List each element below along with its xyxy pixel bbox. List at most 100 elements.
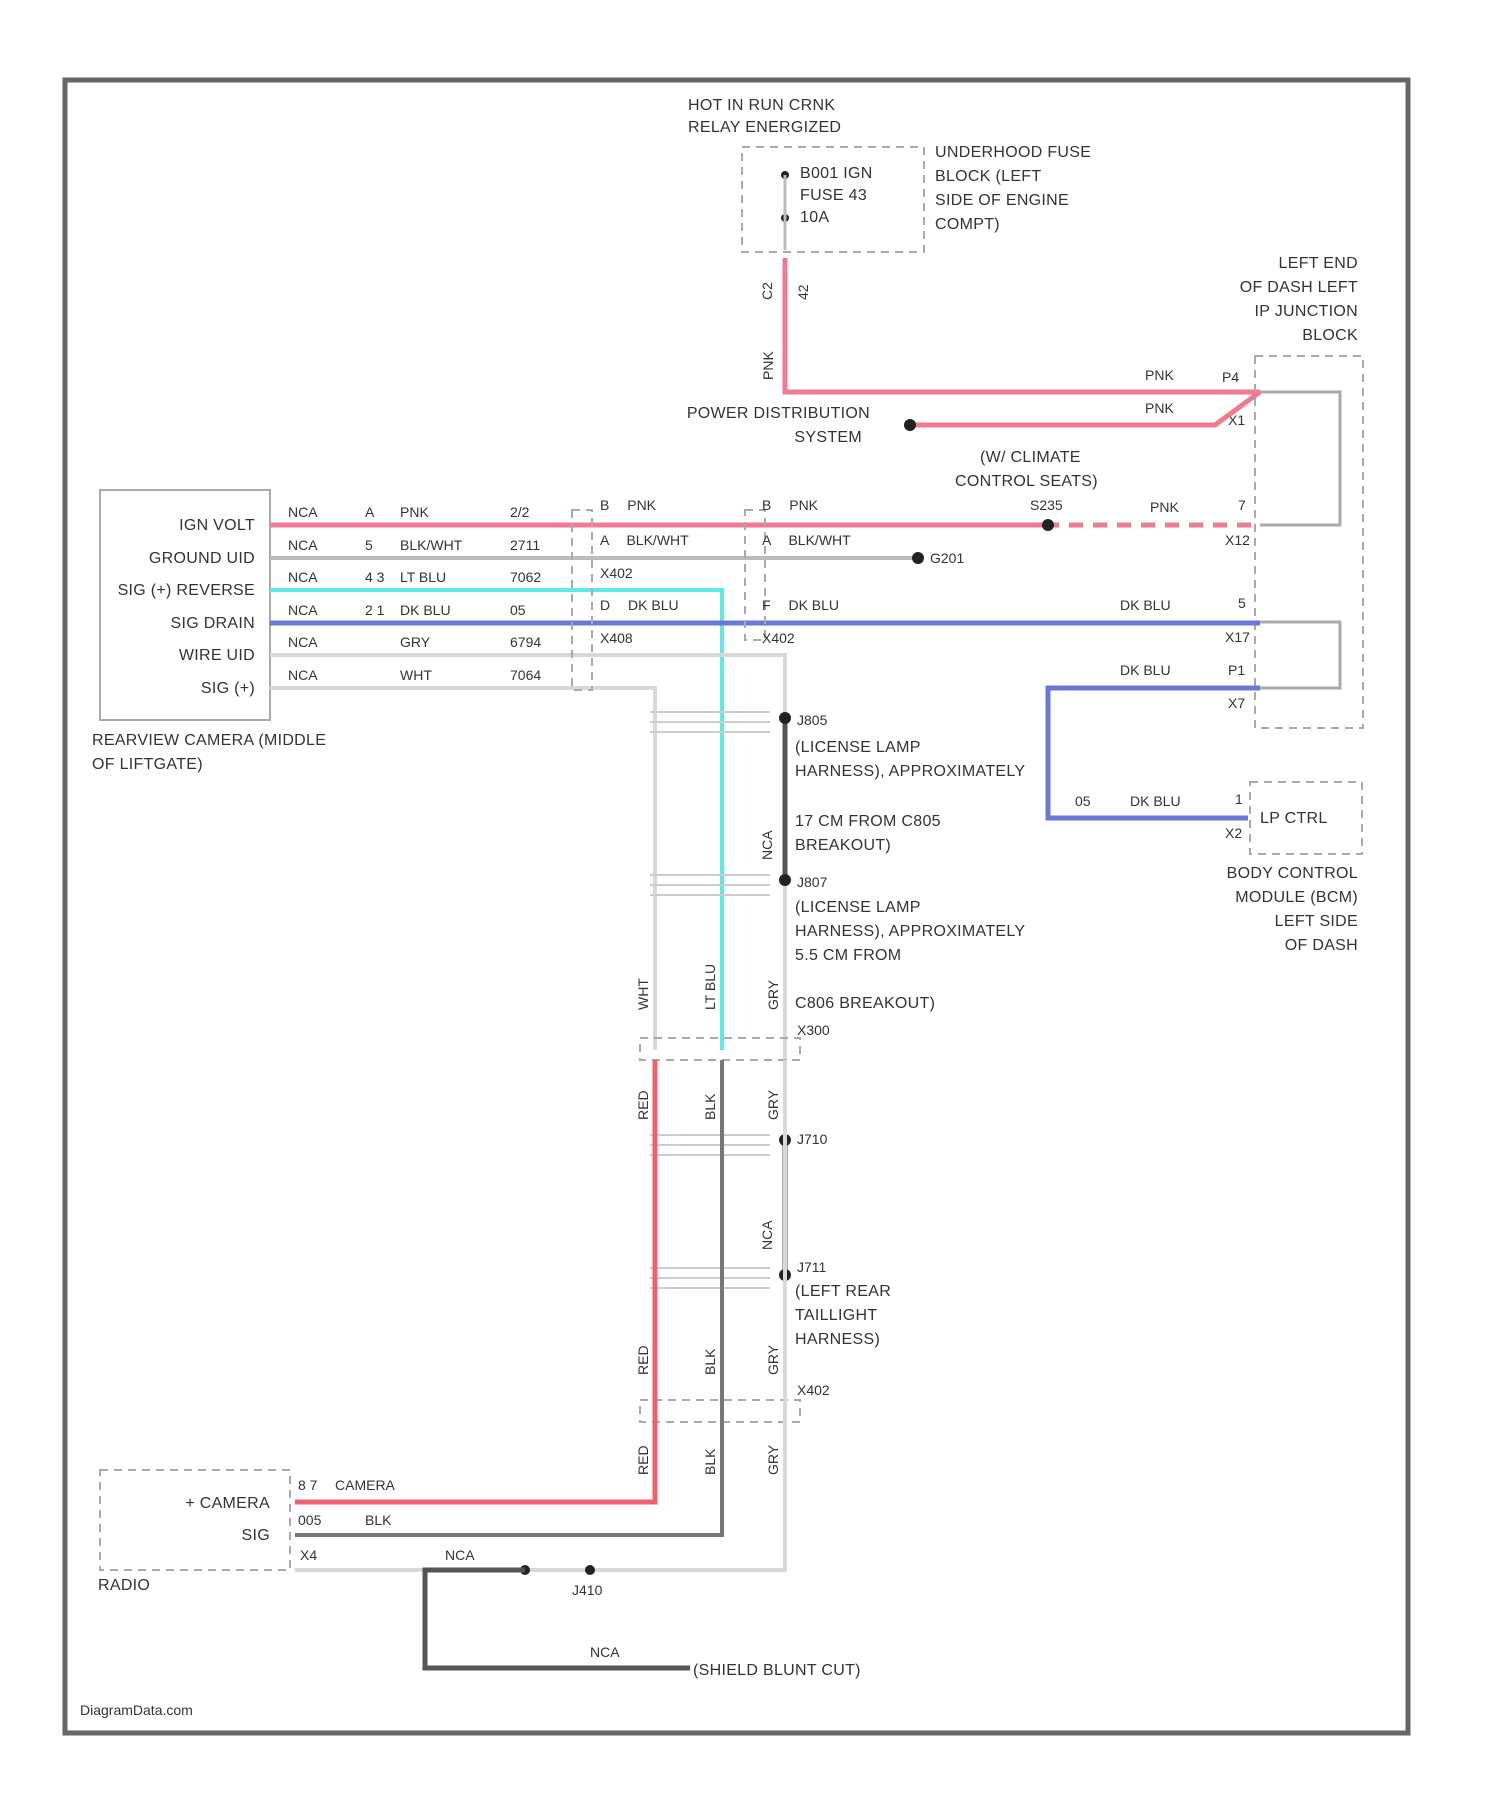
wire-nca-shield	[425, 1570, 690, 1668]
pnk-p4-label: PNK	[1145, 367, 1174, 383]
j805-label: J805	[797, 712, 828, 728]
bcm-circ: 05	[1075, 793, 1091, 809]
hot-label-1: HOT IN RUN CRNK	[688, 97, 835, 114]
pin-top-label: C2	[759, 282, 775, 300]
pnk-right-label: PNK	[1150, 499, 1179, 515]
v-red: RED	[635, 1090, 651, 1120]
radio-module	[100, 1470, 290, 1570]
junction-bus-lower	[1260, 622, 1340, 688]
camera-title-2: OF LIFTGATE)	[92, 756, 203, 773]
x300-label: X300	[797, 1022, 830, 1038]
bcm-lpctrl: LP CTRL	[1260, 810, 1328, 827]
power-dist-node	[904, 419, 916, 431]
radio-pin2-wire: BLK	[365, 1512, 392, 1528]
right-r4: F DK BLU	[762, 597, 839, 613]
watermark: DiagramDatа.com	[80, 1702, 193, 1718]
radio-pin2: SIG	[242, 1527, 270, 1544]
splice-s235	[1042, 519, 1054, 531]
camera-pin-nca: NCA	[288, 602, 318, 618]
j410-label: J410	[572, 1582, 603, 1598]
hot-label-2: RELAY ENERGIZED	[688, 119, 841, 136]
pin-5: 5	[1238, 595, 1246, 611]
j711-label: J711	[797, 1259, 827, 1275]
camera-pin-label: GROUND UID	[149, 550, 255, 567]
camera-pin-nca: NCA	[288, 537, 318, 553]
tl-2: TAILLIGHT	[795, 1307, 877, 1324]
tl-1: (LEFT REAR	[795, 1283, 891, 1300]
power-dist-label-1: POWER DISTRIBUTION	[687, 405, 870, 422]
camera-pin-label: SIG DRAIN	[171, 615, 256, 632]
v-gry: GRY	[765, 979, 781, 1010]
radio-pin2-num: 005	[298, 1512, 322, 1528]
lic-4: BREAKOUT)	[795, 837, 891, 854]
wire-pnk-power-distribution	[905, 392, 1260, 425]
camera-pin-wire: GRY	[400, 634, 431, 650]
junction-bus-upper	[1260, 392, 1340, 525]
ufb-label-3: SIDE OF ENGINE	[935, 192, 1069, 209]
x402-label: X402	[797, 1382, 830, 1398]
camera-pin-wire: BLK/WHT	[400, 537, 463, 553]
diagram-border	[65, 80, 1408, 1733]
camera-pin-circuit: 2/2	[510, 504, 530, 520]
v-gry3: GRY	[765, 1344, 781, 1375]
j710-label: J710	[797, 1131, 828, 1147]
mid-r4: D DK BLU	[600, 597, 679, 613]
ip-junction-block	[1255, 356, 1363, 728]
camera-pin-nca: NCA	[288, 504, 318, 520]
shield-label: (SHIELD BLUNT CUT)	[693, 1662, 861, 1679]
bcm-title-3: LEFT SIDE	[1275, 913, 1358, 930]
mid-r5: X408	[600, 630, 633, 646]
camera-pin-label: SIG (+)	[201, 680, 255, 697]
lic2-4: C806 BREAKOUT)	[795, 995, 935, 1012]
pin-x7: X7	[1228, 695, 1245, 711]
camera-pin-nca: NCA	[288, 667, 318, 683]
dkblu-p1-label: DK BLU	[1120, 662, 1171, 678]
right-r5: X402	[762, 630, 795, 646]
pin-p1: P1	[1228, 662, 1245, 678]
wire-wht-sig	[270, 688, 655, 1050]
mid-r1: B PNK	[600, 497, 657, 513]
fuse-label-2: FUSE 43	[800, 187, 867, 204]
bcm-title-4: OF DASH	[1285, 937, 1358, 954]
camera-pin-wire: DK BLU	[400, 602, 451, 618]
wire-blk-sig	[295, 1060, 722, 1535]
junction-title-2: OF DASH LEFT	[1240, 279, 1358, 296]
pin-x12: X12	[1225, 532, 1250, 548]
j807-label: J807	[797, 874, 828, 890]
camera-title-1: REARVIEW CAMERA (MIDDLE	[92, 732, 326, 749]
v-blk2: BLK	[702, 1348, 718, 1375]
fuse-label-3: 10A	[800, 209, 829, 226]
power-dist-label-2: SYSTEM	[794, 429, 862, 446]
splice-s235-label: S235	[1030, 497, 1063, 513]
nca-vertical-label-2: NCA	[759, 1220, 775, 1250]
climate-label-2: CONTROL SEATS)	[955, 473, 1098, 490]
lic-1: (LICENSE LAMP	[795, 739, 921, 756]
lic-2: HARNESS), APPROXIMATELY	[795, 763, 1025, 780]
bcm-pin-2: X2	[1225, 825, 1242, 841]
v-red2: RED	[635, 1345, 651, 1375]
dkblu-right-label: DK BLU	[1120, 597, 1171, 613]
pnk-x1-label: PNK	[1145, 400, 1174, 416]
camera-pin-number: A	[365, 504, 375, 520]
ground-g201	[912, 552, 924, 564]
right-r1: B PNK	[762, 497, 819, 513]
pin-x17: X17	[1225, 629, 1250, 645]
camera-pin-circuit: 2711	[510, 537, 540, 553]
junction-title-3: IP JUNCTION	[1255, 303, 1358, 320]
fuse-label-1: B001 IGN	[800, 165, 873, 182]
wire-gry-uid	[270, 655, 785, 1395]
camera-pin-wire: LT BLU	[400, 569, 446, 585]
radio-pin1-circ: CAMERA	[335, 1477, 396, 1493]
radio-pin1: + CAMERA	[185, 1495, 270, 1512]
radio-label: RADIO	[98, 1577, 150, 1594]
radio-pin1-num: 8 7	[298, 1477, 318, 1493]
camera-pin-circuit: 05	[510, 602, 526, 618]
camera-pin-circuit: 7062	[510, 569, 541, 585]
tl-3: HARNESS)	[795, 1331, 880, 1348]
ufb-label-2: BLOCK (LEFT	[935, 168, 1041, 185]
radio-pin-x4: X4	[300, 1547, 317, 1563]
camera-pin-label: WIRE UID	[179, 647, 255, 664]
wire-pnk-fuse-to-junction	[785, 258, 1260, 392]
